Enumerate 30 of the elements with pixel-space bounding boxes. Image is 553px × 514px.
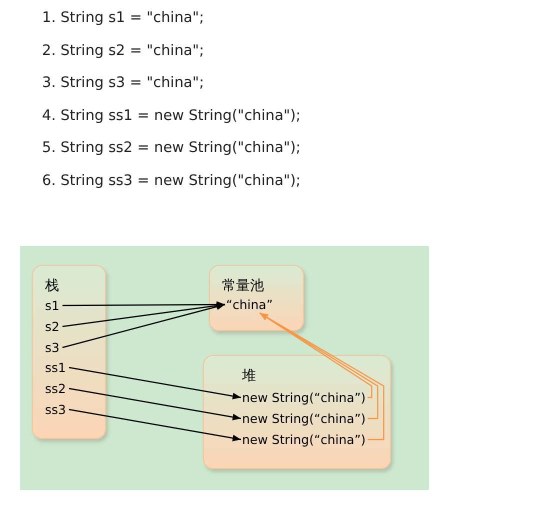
variable-label: s2 — [45, 319, 60, 334]
memory-area-box — [32, 265, 106, 439]
code-line: 4. String ss1 = new String("china"); — [42, 106, 301, 124]
area-heading: 常量池 — [222, 278, 264, 295]
code-line: 3. String s3 = "china"; — [42, 74, 204, 92]
arrow — [259, 312, 378, 420]
variable-label: s1 — [45, 298, 60, 313]
variable-label: ss2 — [45, 381, 66, 396]
area-heading: 堆 — [242, 368, 256, 385]
variable-label: ss3 — [45, 402, 66, 417]
object-label: new String(“china”) — [242, 411, 366, 426]
variable-label: s3 — [45, 340, 60, 355]
arrow — [259, 312, 384, 440]
code-line: 2. String s2 = "china"; — [42, 42, 204, 60]
arrow — [68, 408, 242, 442]
memory-area-box — [209, 265, 304, 331]
arrow — [62, 303, 226, 348]
code-line: 1. String s1 = "china"; — [42, 9, 204, 27]
object-label: new String(“china”) — [242, 432, 366, 447]
arrow — [62, 301, 225, 308]
code-line: 5. String ss2 = new String("china"); — [42, 139, 301, 157]
object-label: new String(“china”) — [242, 390, 366, 405]
area-heading: 栈 — [45, 278, 59, 295]
variable-label: ss1 — [45, 360, 66, 375]
arrow — [62, 302, 226, 328]
memory-area-box — [203, 355, 391, 469]
object-label: “china” — [226, 297, 273, 312]
arrow — [68, 388, 242, 420]
arrow — [68, 366, 242, 400]
code-line: 6. String ss3 = new String("china"); — [42, 172, 301, 190]
